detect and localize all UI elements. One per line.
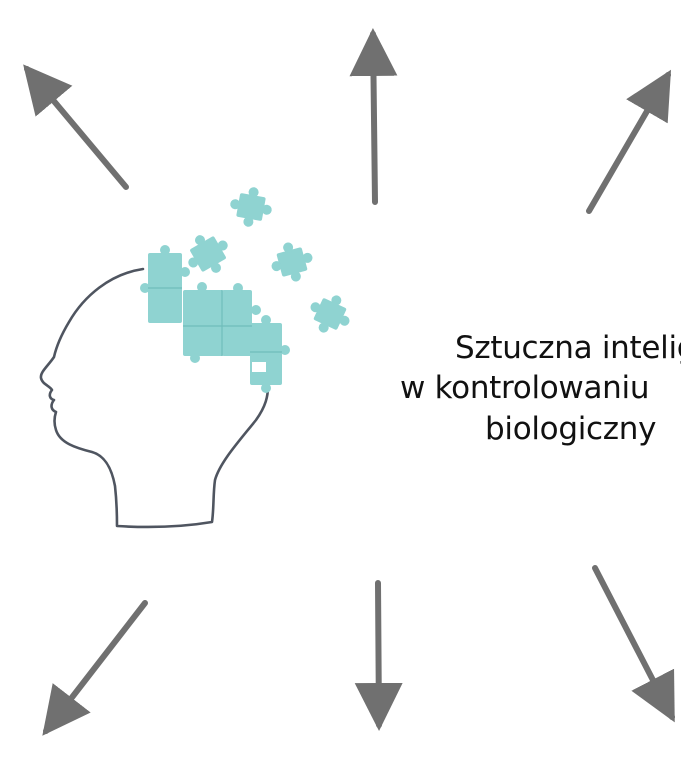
arrow-top-left <box>23 64 129 190</box>
arrows <box>23 28 675 736</box>
arrow-bottom-right <box>592 565 675 723</box>
arrow-top <box>349 28 398 205</box>
head-profile-icon <box>39 267 270 529</box>
arrow-top-right <box>586 69 672 214</box>
arrow-bottom-left <box>42 600 148 736</box>
puzzle-pieces-icon <box>140 187 350 393</box>
arrow-bottom <box>354 580 403 731</box>
